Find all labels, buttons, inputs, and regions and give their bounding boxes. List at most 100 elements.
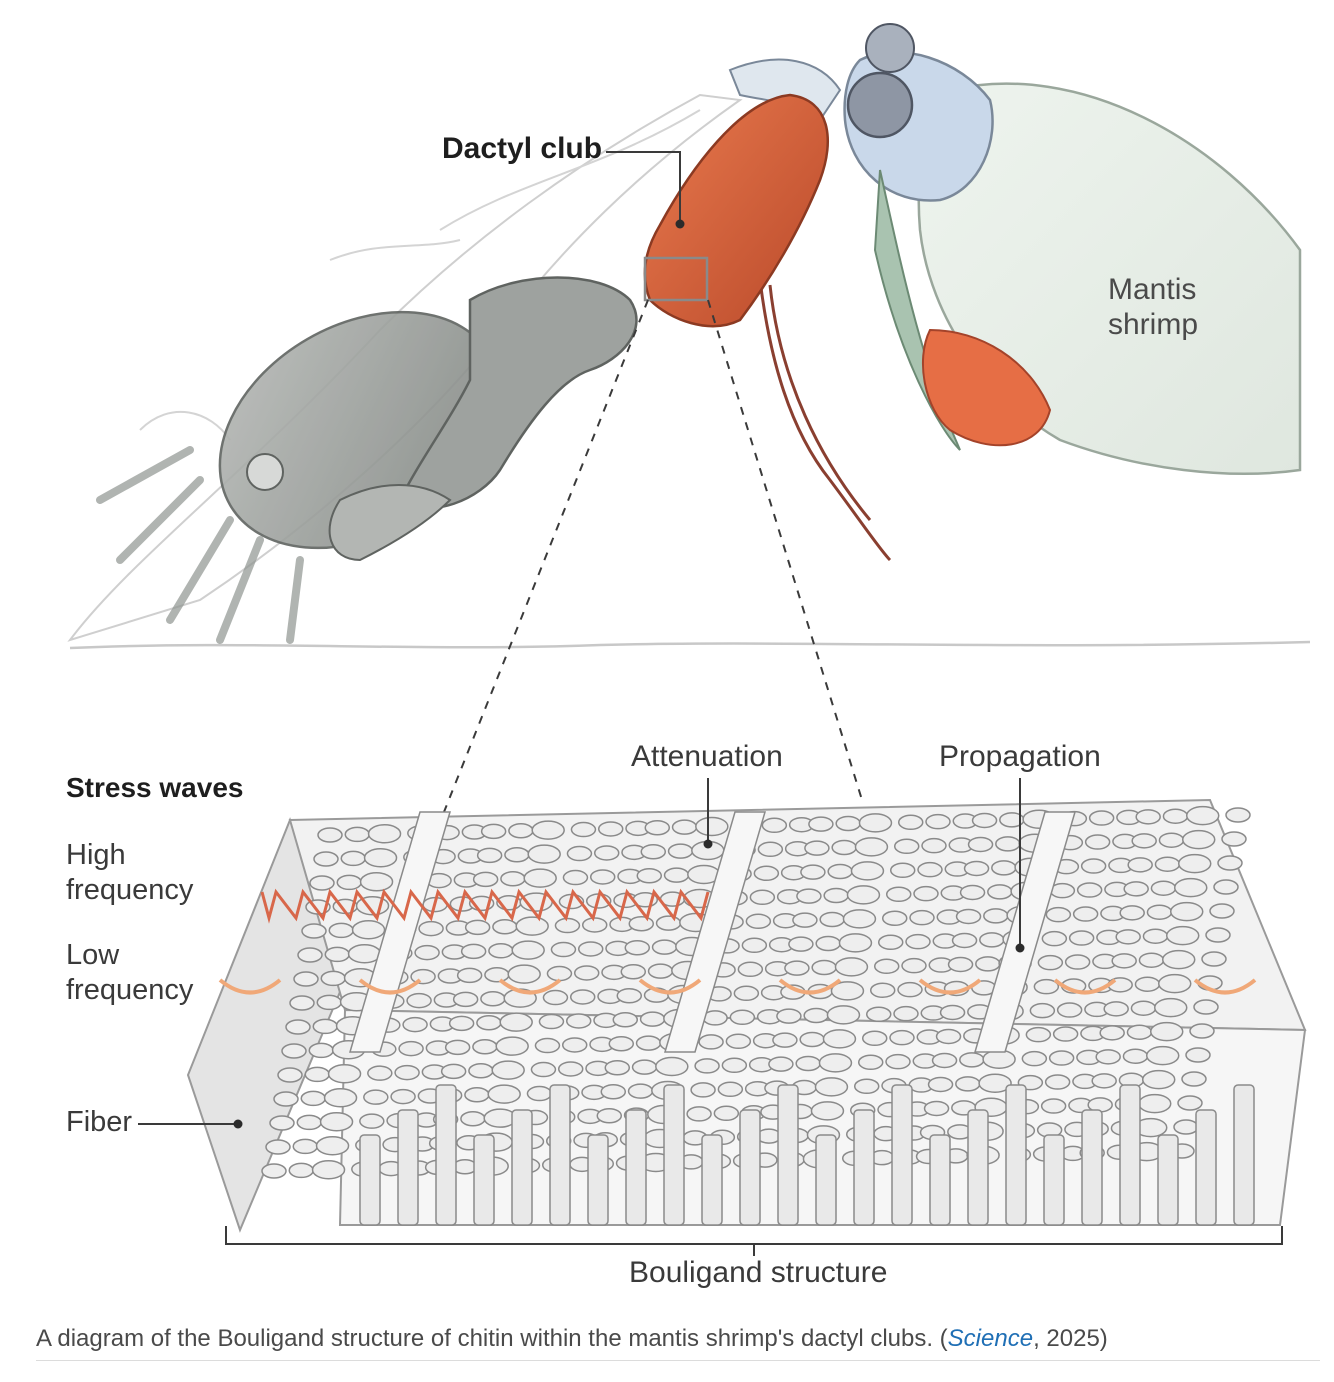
fiber-end xyxy=(1138,952,1165,968)
fiber-end xyxy=(850,861,885,881)
fiber-end xyxy=(815,935,841,952)
fiber-end xyxy=(1146,904,1173,920)
fiber-end xyxy=(593,845,620,861)
fiber-end xyxy=(1153,997,1188,1018)
fiber-end xyxy=(515,916,549,936)
fiber-end xyxy=(523,868,557,888)
fiber-end xyxy=(1040,1098,1067,1114)
low-frequency-label: Low frequency xyxy=(66,938,193,1008)
fiber-end xyxy=(854,837,889,857)
seafloor-line xyxy=(69,640,1311,650)
fiber-end xyxy=(776,1008,802,1024)
fiber-end xyxy=(472,871,499,888)
fiber-end xyxy=(327,1064,362,1084)
fiber-end xyxy=(312,1018,339,1035)
high-label-line1: High xyxy=(66,839,126,871)
fiber-end xyxy=(1068,930,1095,946)
fiber-end xyxy=(1185,1047,1211,1063)
fiber-end xyxy=(827,863,853,880)
fiber-rod xyxy=(1043,1134,1065,1226)
fiber-end xyxy=(1111,953,1137,969)
fiber-end xyxy=(1169,901,1204,922)
fiber-end xyxy=(1161,949,1196,970)
zoom-line-right xyxy=(707,299,863,801)
fiber-end xyxy=(495,1036,529,1056)
fiber-end xyxy=(410,968,436,985)
fiber-end xyxy=(328,922,355,939)
crab-pincer xyxy=(328,484,452,562)
fiber-end xyxy=(1225,807,1251,823)
fiber-end xyxy=(261,1163,287,1179)
fiber-end xyxy=(320,970,347,987)
fiber-end xyxy=(550,941,577,958)
mantis-label-line2: shrimp xyxy=(1108,308,1199,341)
fiber-end xyxy=(402,1016,428,1033)
fiber-end xyxy=(480,991,506,1007)
fiber-end xyxy=(504,847,530,863)
high-frequency-label: High frequency xyxy=(66,838,193,908)
fiber-end xyxy=(313,851,339,867)
fiber-end xyxy=(418,920,444,937)
fiber-end xyxy=(979,932,1005,948)
fiber-end xyxy=(644,819,671,836)
dactyl-leader-dot xyxy=(675,219,685,229)
figure-caption: A diagram of the Bouligand structure of … xyxy=(36,1325,1108,1353)
low-frequency-wave xyxy=(918,978,982,995)
fiber-end xyxy=(1189,1023,1215,1039)
bouligand-structure-label: Bouligand structure xyxy=(629,1256,888,1289)
fiber-rod xyxy=(625,1109,647,1226)
fiber-end xyxy=(935,1028,962,1045)
fiber-end xyxy=(557,1061,584,1077)
fiber-end xyxy=(869,982,896,999)
fiber-end xyxy=(795,1055,821,1072)
low-label-line1: Low xyxy=(66,939,120,971)
fiber-end xyxy=(1076,882,1103,898)
fiber-end xyxy=(1209,903,1235,919)
fiber-rod xyxy=(1233,1084,1255,1226)
caption-source-link[interactable]: Science xyxy=(947,1325,1034,1352)
fiber-end xyxy=(456,967,483,984)
shrimp-eye xyxy=(846,71,914,139)
fiber-rod xyxy=(663,1084,685,1226)
fiber-end xyxy=(826,1005,861,1025)
fiber-end xyxy=(647,963,674,979)
fiber-end xyxy=(897,981,923,998)
fiber-end xyxy=(581,917,608,933)
fiber-end xyxy=(367,824,402,844)
mantis-shrimp xyxy=(643,23,1302,562)
fiber-rod xyxy=(777,1084,799,1226)
mantis-shrimp-label: Mantis shrimp xyxy=(1108,272,1198,342)
fiber-end xyxy=(842,909,877,929)
caption-divider xyxy=(36,1360,1320,1361)
fiber-end xyxy=(1213,879,1239,895)
fiber-end xyxy=(308,1042,335,1059)
fiber-end xyxy=(1135,809,1161,825)
fiber-rod xyxy=(1081,1109,1103,1226)
fiber-end xyxy=(1145,1045,1180,1066)
fiber-end xyxy=(1201,951,1227,967)
fiber-end xyxy=(448,1015,475,1032)
fiber-end xyxy=(289,995,315,1011)
propagation-leader-dot xyxy=(1015,943,1025,953)
fiber-end xyxy=(818,1053,853,1073)
fiber-end xyxy=(398,1040,424,1057)
fiber-end xyxy=(406,992,432,1009)
fiber-end xyxy=(978,1073,1012,1093)
fiber-end xyxy=(983,908,1009,924)
fiber-end xyxy=(300,1090,327,1107)
fiber-end xyxy=(311,1160,346,1180)
fiber-end xyxy=(444,1039,471,1056)
fiber-rod xyxy=(1005,1084,1027,1226)
fiber-end xyxy=(476,1015,502,1031)
fiber-end xyxy=(542,989,569,1006)
fiber-end xyxy=(955,1076,981,1092)
fiber-end xyxy=(725,1033,752,1050)
fiber-end xyxy=(464,1087,490,1103)
propagation-label: Propagation xyxy=(939,740,1101,773)
fiber-rod xyxy=(587,1134,609,1226)
fiber-end xyxy=(885,886,912,903)
fiber-end xyxy=(799,1031,825,1048)
fiber-end xyxy=(830,981,865,1001)
fiber-end xyxy=(1181,829,1216,850)
fiber-end xyxy=(810,1101,845,1121)
